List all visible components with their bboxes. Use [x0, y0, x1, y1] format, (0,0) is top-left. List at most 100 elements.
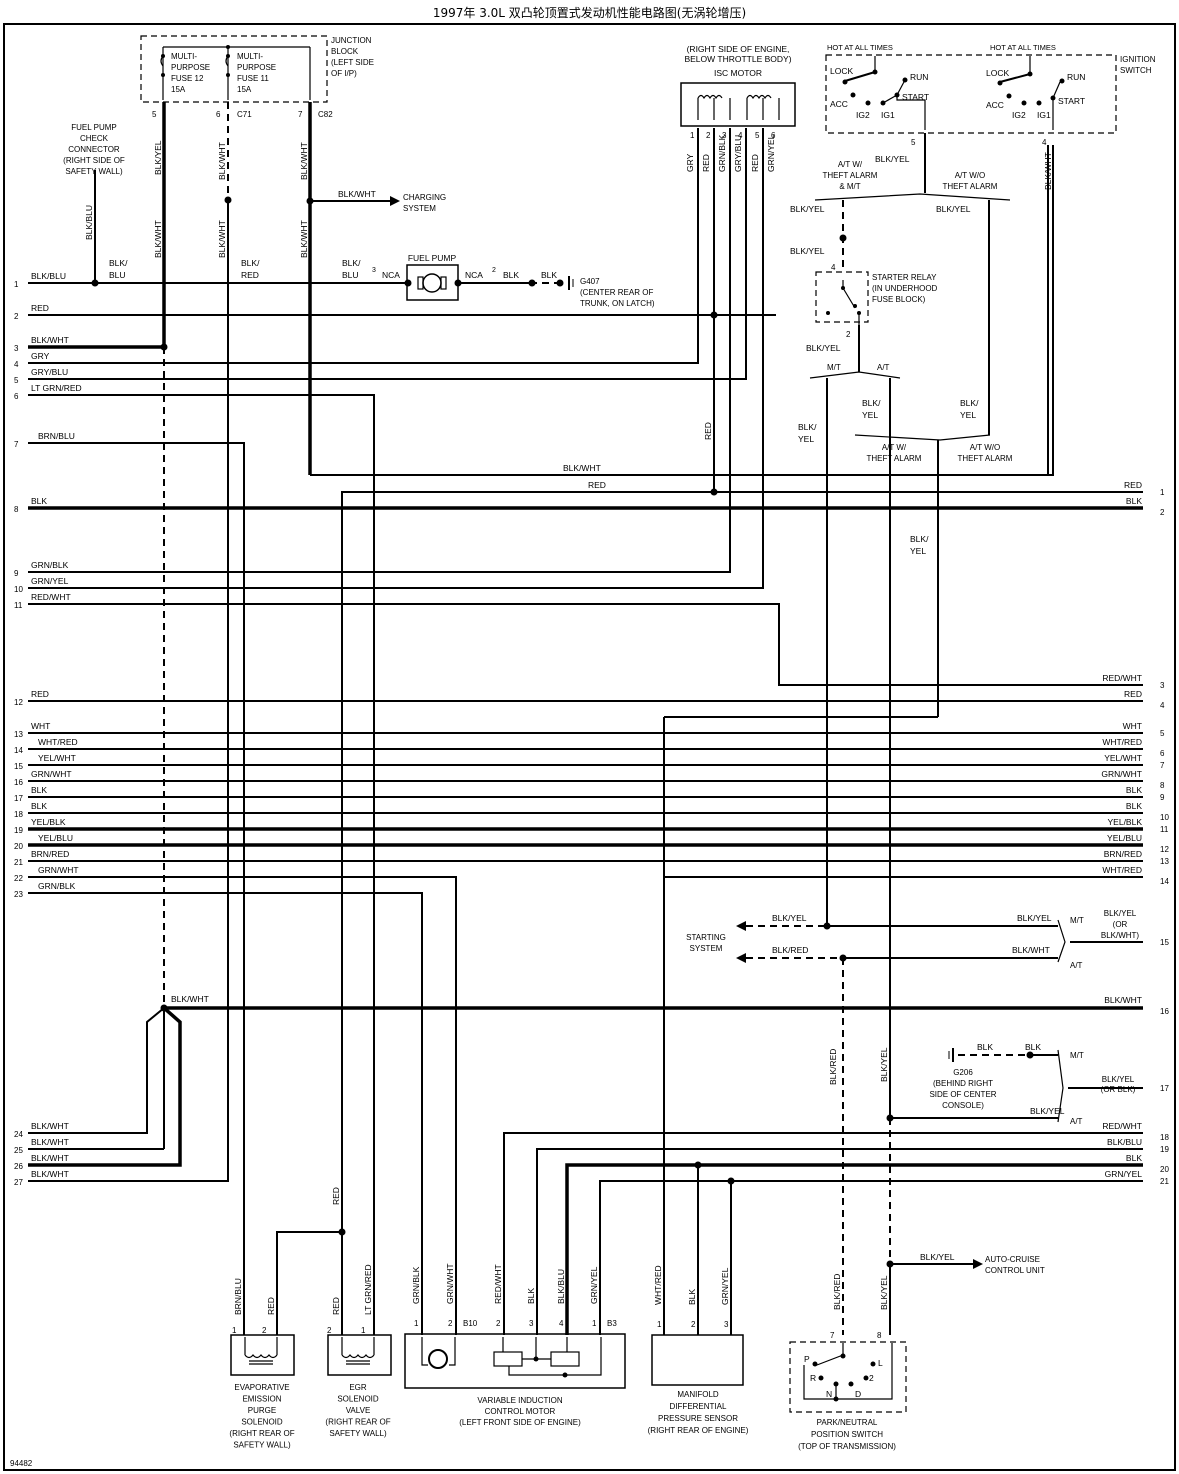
- right-pin-wire-label: RED: [1124, 480, 1142, 490]
- left-pin-number: 1: [14, 280, 19, 289]
- left-pin-wire-label: BLK/WHT: [31, 1153, 69, 1163]
- right-pin-15-wire-label: BLK/YEL: [1104, 909, 1137, 918]
- right-pin-wire-label: YEL/BLU: [1107, 833, 1142, 843]
- label: GRN/WHT: [445, 1263, 455, 1304]
- label: 15A: [237, 85, 252, 94]
- wire: [28, 876, 457, 1335]
- right-pin-number: 15: [1160, 938, 1169, 947]
- label: BLK/BLU: [556, 1269, 566, 1304]
- right-pin-number: 19: [1160, 1145, 1169, 1154]
- splice-icon: [224, 196, 232, 204]
- right-pin-wire-label: GRN/WHT: [1101, 769, 1142, 779]
- left-pin-wire-label: RED/WHT: [31, 592, 71, 602]
- wire: [341, 491, 1143, 1232]
- label: JUNCTION: [331, 36, 372, 45]
- label: RED: [588, 480, 606, 490]
- mdp-sensor: [651, 1334, 744, 1386]
- label: RUN: [910, 72, 928, 82]
- label: 4: [831, 263, 836, 272]
- label: BLK/WHT: [299, 142, 309, 180]
- left-pin-number: 2: [14, 312, 19, 321]
- label: A/T W/: [838, 160, 863, 169]
- label: BLK/: [109, 258, 128, 268]
- left-pin-wire-label: BLK/WHT: [31, 1121, 69, 1131]
- left-pin-number: 15: [14, 762, 23, 771]
- label: VARIABLE INDUCTION: [477, 1396, 562, 1405]
- left-pin-wire-label: GRN/BLK: [38, 881, 76, 891]
- left-pin-wire-label: GRY: [31, 351, 50, 361]
- right-pin-number: 6: [1160, 749, 1165, 758]
- label: 2: [846, 330, 851, 339]
- label: 2: [327, 1326, 332, 1335]
- isc-wire-label: GRN/YEL: [766, 134, 776, 172]
- label: SOLENOID: [241, 1418, 283, 1427]
- label: BLK/YEL: [1017, 913, 1052, 923]
- label: SWITCH: [1120, 66, 1152, 75]
- label: BLU: [342, 270, 359, 280]
- label: PURPOSE: [237, 63, 276, 72]
- label: CHARGING: [403, 193, 446, 202]
- left-pin-wire-label: BLK/WHT: [31, 1169, 69, 1179]
- left-pin-number: 6: [14, 392, 19, 401]
- left-pin-number: 21: [14, 858, 23, 867]
- label: BLK/YEL: [772, 913, 807, 923]
- label: 2: [262, 1326, 267, 1335]
- label: BLK/YEL: [153, 140, 163, 175]
- right-pin-wire-label: BLK: [1126, 1153, 1142, 1163]
- right-pin-number: 1: [1160, 488, 1165, 497]
- splice-icon: [404, 279, 412, 287]
- left-pin-number: 27: [14, 1178, 23, 1187]
- left-pin-wire-label: BRN/BLU: [38, 431, 75, 441]
- right-pin-17-wire-label: BLK/YEL: [1102, 1075, 1135, 1084]
- label: BELOW THROTTLE BODY): [684, 54, 791, 64]
- label: 2: [869, 1373, 874, 1383]
- label: RED: [331, 1297, 341, 1315]
- label: 7: [830, 1331, 835, 1340]
- wire: [28, 1007, 165, 1134]
- arrow-right-icon: [390, 196, 400, 206]
- isc-wire-label: GRY: [685, 153, 695, 172]
- right-pin-number: 12: [1160, 845, 1169, 854]
- wire: [854, 434, 991, 441]
- label: BLK/WHT: [217, 220, 227, 258]
- label: 5: [152, 110, 157, 119]
- isc-pin-number: 5: [755, 131, 760, 140]
- left-pin-wire-label: YEL/WHT: [38, 753, 76, 763]
- arrow-left-icon: [736, 953, 746, 963]
- label: 8: [877, 1331, 882, 1340]
- fuel-pump: [406, 264, 459, 301]
- label: BLK/: [798, 422, 817, 432]
- egr-solenoid: [327, 1334, 392, 1376]
- label: CONNECTOR: [68, 145, 120, 154]
- label: G407: [580, 277, 600, 286]
- left-pin-number: 11: [14, 601, 23, 610]
- right-pin-wire-label: RED/WHT: [1102, 673, 1142, 683]
- label: LOCK: [830, 66, 853, 76]
- right-pin-wire-label: BRN/RED: [1104, 849, 1142, 859]
- isc-pin-number: 4: [738, 131, 743, 140]
- right-pin-number: 17: [1160, 1084, 1169, 1093]
- label: BLK/RED: [772, 945, 808, 955]
- wires: [28, 102, 1143, 1335]
- right-pin-number: 10: [1160, 813, 1169, 822]
- ground-g407-icon: [568, 276, 574, 290]
- junction-block: [140, 35, 328, 103]
- label: (IN UNDERHOOD: [872, 284, 938, 293]
- right-pin-15-wire-label: (OR: [1113, 920, 1128, 929]
- right-pin-wire-label: BLK: [1126, 785, 1142, 795]
- right-pin-wire-label: BLK: [1126, 496, 1142, 506]
- right-pin-number: 11: [1160, 825, 1169, 834]
- label: THEFT ALARM: [958, 454, 1013, 463]
- left-pin-number: 20: [14, 842, 23, 851]
- wire: [28, 394, 375, 1335]
- label: 2: [492, 267, 496, 274]
- label: A/T W/O: [955, 171, 986, 180]
- label: BLK/: [910, 534, 929, 544]
- fuel-pump-title: FUEL PUMP: [408, 253, 457, 263]
- label: D: [855, 1389, 861, 1399]
- wire: [28, 442, 245, 1335]
- left-pin-wire-label: RED: [31, 303, 49, 313]
- label: M/T: [1070, 916, 1084, 925]
